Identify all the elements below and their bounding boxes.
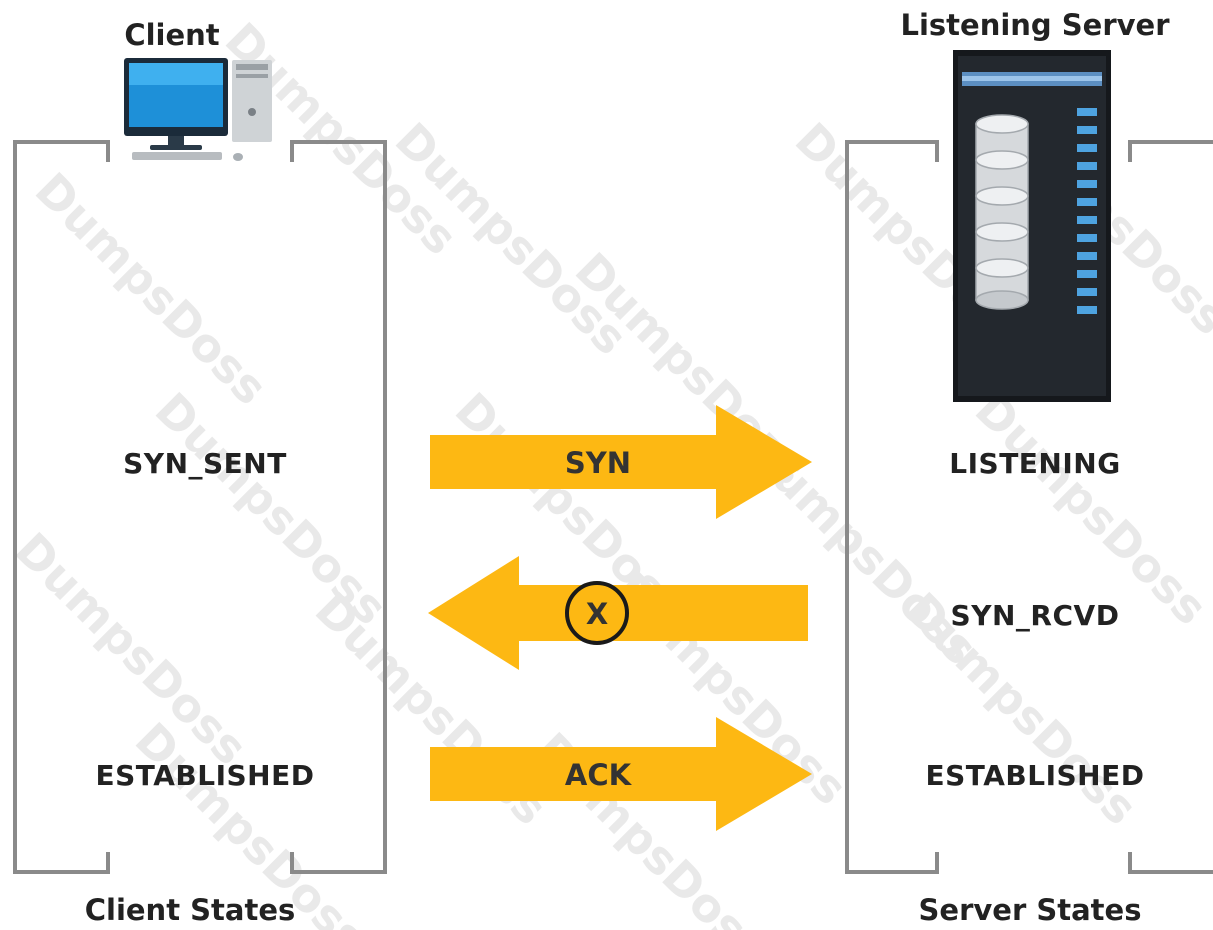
syn-arrow: SYN (430, 405, 812, 519)
server-state-listening: LISTENING (949, 447, 1120, 480)
ack-arrow: ACK (430, 717, 812, 831)
watermark-text: DumpsDoss (145, 382, 398, 635)
server-title: Listening Server (900, 8, 1170, 42)
ack-arrow-label: ACK (565, 758, 633, 792)
syn-arrow-label: SYN (565, 446, 631, 480)
x-circle-icon: X (565, 581, 629, 645)
desktop-computer-icon (124, 58, 272, 161)
lost-packet-label: X (586, 597, 608, 631)
server-states-label: Server States (919, 893, 1142, 927)
client-state-established: ESTABLISHED (96, 759, 315, 792)
syn-ack-lost-arrow: X (428, 556, 808, 670)
watermark-text: DumpsDoss (965, 382, 1213, 635)
watermark-text: DumpsDoss (5, 522, 258, 775)
client-title: Client (124, 18, 219, 52)
server-bracket (845, 140, 1213, 874)
server-state-syn-rcvd: SYN_RCVD (951, 599, 1120, 632)
watermark-text: DumpsDoss (25, 162, 278, 415)
client-bracket (13, 140, 387, 874)
server-state-established: ESTABLISHED (926, 759, 1145, 792)
client-state-syn-sent: SYN_SENT (123, 447, 287, 480)
client-states-label: Client States (85, 893, 296, 927)
server-rack-icon (953, 50, 1111, 402)
